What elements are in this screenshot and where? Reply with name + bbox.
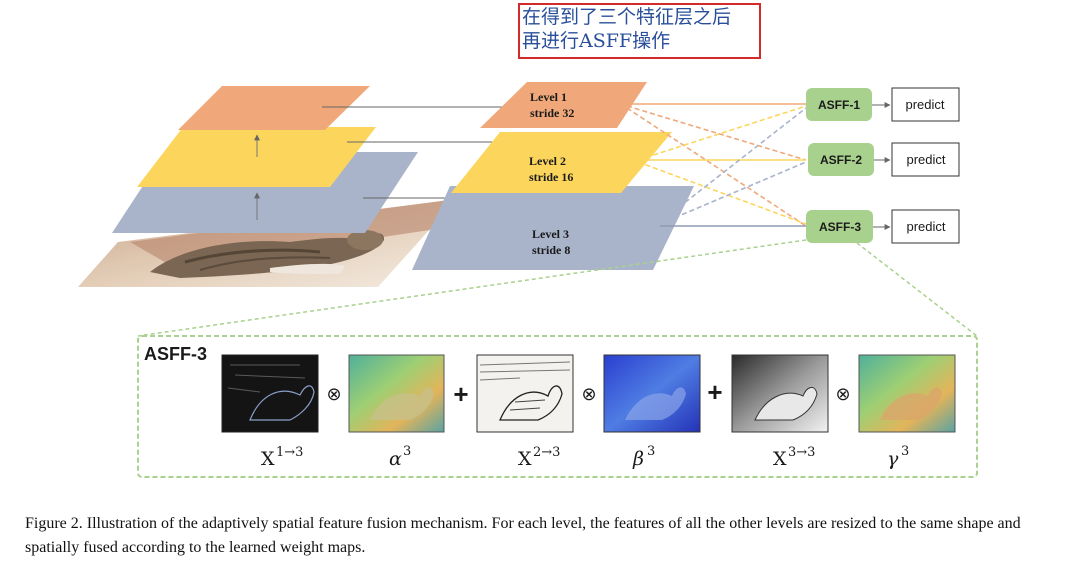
thumb-gamma-weight — [858, 354, 956, 433]
predict-1-box — [891, 87, 960, 122]
weight-alpha-label: α — [389, 448, 402, 470]
thumb-alpha-weight — [348, 354, 445, 433]
mid-level3-plane — [412, 186, 694, 270]
asff-2-module: ASFF-2 predict — [808, 142, 960, 177]
multiply-op-1: ⊗ — [326, 384, 341, 405]
add-op-1: + — [453, 379, 468, 409]
weight-alpha-sup: 3 — [403, 444, 411, 459]
thumb-x2-feature — [476, 354, 574, 433]
figure-caption: Figure 2. Illustration of the adaptively… — [25, 515, 1021, 556]
asff-2-box — [808, 143, 874, 176]
expansion-lines — [137, 239, 978, 337]
weight-gamma-label: γ — [887, 448, 899, 470]
operators: ⊗ + ⊗ + ⊗ — [326, 377, 850, 409]
level3-stride: stride 8 — [532, 243, 570, 257]
level2-name: Level 2 — [529, 154, 566, 168]
predict-2-box — [891, 142, 960, 177]
asff-1-module: ASFF-1 predict — [806, 87, 960, 122]
level3-label: Level 3 stride 8 — [532, 227, 570, 257]
level1-stride: stride 32 — [530, 106, 574, 120]
level1-name: Level 1 — [530, 90, 567, 104]
add-op-2: + — [707, 377, 722, 407]
predict-2-label: predict — [906, 152, 945, 167]
feature-x3-label: X — [773, 448, 787, 470]
asff-1-box — [806, 88, 872, 121]
level2-label: Level 2 stride 16 — [529, 154, 573, 184]
level2-stride: stride 16 — [529, 170, 573, 184]
asff-2-label: ASFF-2 — [820, 153, 862, 167]
feature-x2-sup: 2→3 — [533, 445, 560, 460]
mid-level2-plane — [451, 132, 672, 193]
multiply-op-2: ⊗ — [581, 384, 596, 405]
level3-name: Level 3 — [532, 227, 569, 241]
feature-x2-label: X — [518, 448, 532, 470]
asff3-detail-frame: ASFF-3 — [137, 335, 978, 478]
feature-x3-sup: 3→3 — [788, 445, 815, 460]
weight-beta-sup: 3 — [647, 444, 655, 459]
annotation-line-1: 在得到了三个特征层之后 — [522, 6, 732, 28]
diagram-canvas: Level 1 stride 32 Level 2 stride 16 Leve… — [78, 82, 978, 478]
weight-gamma-sup: 3 — [901, 444, 909, 459]
thumb-x1-feature — [221, 354, 319, 433]
annotation-line-2: 再进行ASFF操作 — [522, 30, 671, 52]
term-labels: X 1→3 α 3 X 2→3 β 3 X 3→3 γ 3 — [261, 444, 909, 470]
multiply-op-3: ⊗ — [835, 384, 850, 405]
level1-label: Level 1 stride 32 — [530, 90, 574, 120]
predict-3-label: predict — [906, 219, 945, 234]
feature-x1-sup: 1→3 — [276, 445, 303, 460]
asff-3-label: ASFF-3 — [819, 220, 861, 234]
feature-x1-label: X — [261, 448, 275, 470]
predict-1-label: predict — [905, 97, 944, 112]
asff3-detail-title: ASFF-3 — [144, 344, 207, 364]
weight-beta-label: β — [632, 448, 644, 470]
thumb-x3-feature — [731, 354, 829, 433]
asff-3-module: ASFF-3 predict — [806, 209, 960, 244]
asff-1-label: ASFF-1 — [818, 98, 860, 112]
predict-3-box — [891, 209, 960, 244]
asff-3-box — [806, 210, 873, 243]
mid-level1-plane — [480, 82, 647, 128]
fusion-lines — [626, 103, 807, 227]
thumb-beta-weight — [603, 354, 701, 433]
left-level1-plane — [178, 86, 370, 130]
annotation-note: 在得到了三个特征层之后 再进行ASFF操作 — [518, 3, 761, 59]
